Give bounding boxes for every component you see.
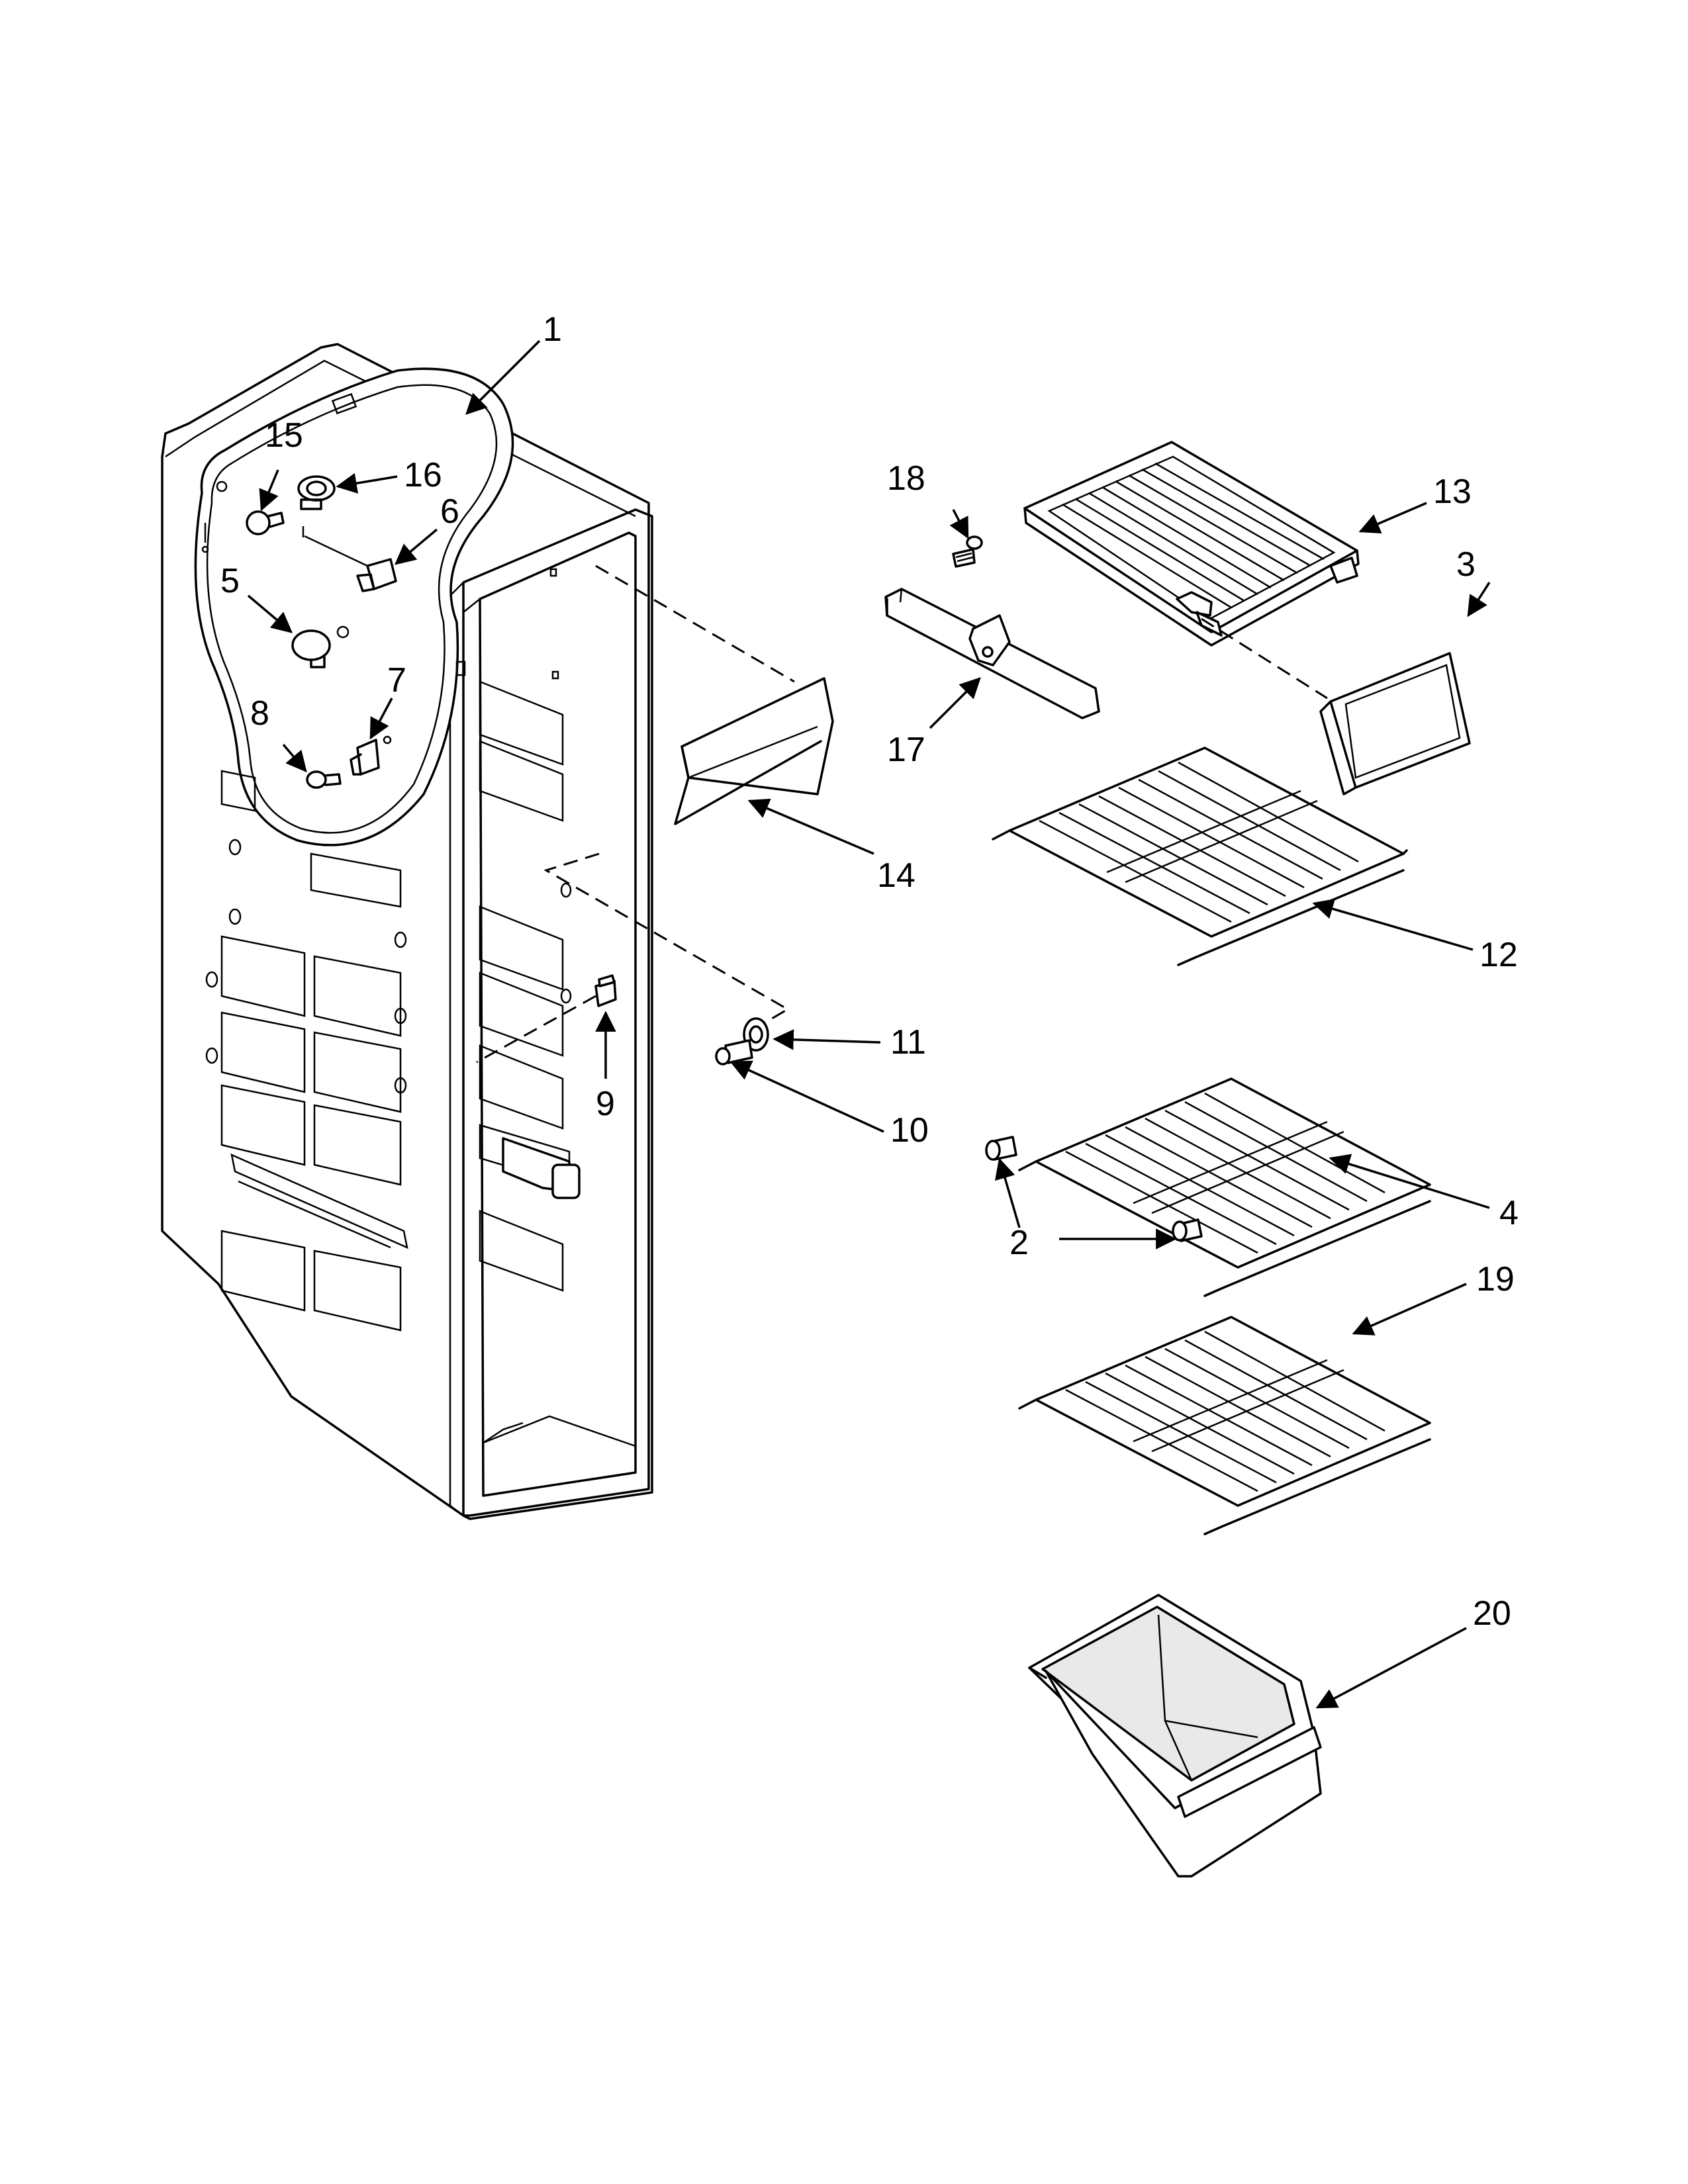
shelf-front-part (1319, 652, 1471, 796)
light-socket-part (297, 475, 336, 510)
callout-14: 14 (877, 856, 915, 895)
control-knob-part (291, 625, 350, 668)
callout-6: 6 (440, 492, 459, 531)
callout-18: 18 (887, 459, 925, 498)
shelf-support-part (985, 1136, 1203, 1242)
callout-7: 7 (387, 661, 406, 700)
callout-3: 3 (1456, 545, 1476, 584)
screw-part (952, 535, 983, 568)
light-cover-part (674, 677, 834, 825)
callout-1: 1 (543, 310, 562, 349)
liner-slots (205, 770, 408, 1332)
callout-labels: 1 2 3 4 5 6 7 8 9 10 11 12 13 14 15 16 1… (220, 310, 1519, 1633)
callout-4: 4 (1499, 1194, 1519, 1232)
freezer-bin-part (1028, 1594, 1322, 1878)
shelf-bracket-part (884, 588, 1100, 719)
callout-2: 2 (1009, 1224, 1029, 1262)
connector-part (476, 974, 617, 1064)
wire-shelf-bottom-part (1018, 1316, 1431, 1535)
thermostat-screw-part (306, 770, 342, 789)
callout-17: 17 (887, 731, 925, 769)
wire-shelf-lower-part (1018, 1077, 1431, 1297)
wire-shelf-part (992, 747, 1408, 966)
top-shelf-part (1023, 441, 1360, 647)
light-bulb-part (246, 510, 285, 535)
callout-15: 15 (265, 416, 303, 455)
callout-19: 19 (1476, 1260, 1515, 1298)
callout-16: 16 (404, 456, 442, 494)
callout-5: 5 (220, 562, 240, 600)
callout-11: 11 (890, 1023, 926, 1062)
callout-9: 9 (596, 1085, 615, 1123)
callout-12: 12 (1479, 936, 1518, 974)
callout-8: 8 (250, 694, 269, 733)
callout-20: 20 (1473, 1594, 1511, 1633)
liner-inner-slots (455, 568, 581, 1292)
switch-part (302, 526, 397, 592)
callout-leaders (247, 340, 1491, 1709)
callout-13: 13 (1433, 473, 1472, 511)
callout-10: 10 (890, 1111, 929, 1150)
screw-washer-part (715, 1017, 769, 1066)
freezer-liner-part (161, 343, 653, 1520)
thermostat-part (350, 735, 392, 776)
